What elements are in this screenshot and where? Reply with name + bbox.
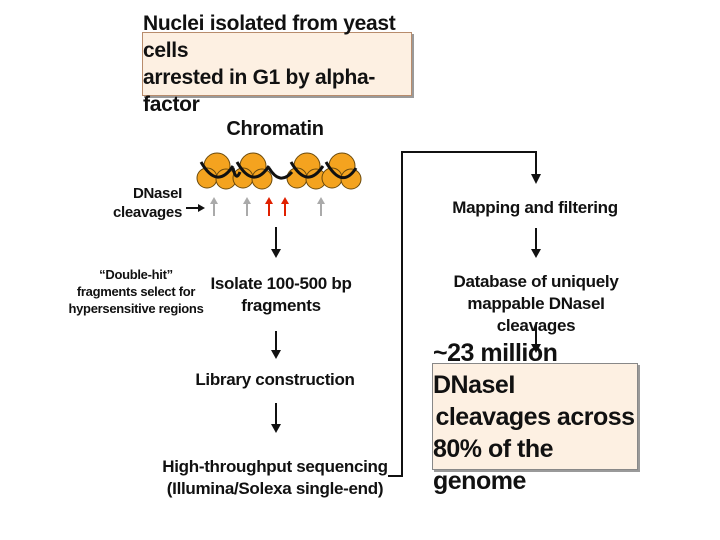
library-step: Library construction [195, 370, 355, 389]
cleavage-arrow-3 [317, 197, 325, 216]
nucleosome-2 [232, 152, 273, 190]
nucleosome-4 [321, 152, 362, 190]
top-title-box: Nuclei isolated from yeast cells arreste… [142, 12, 412, 116]
result-box: ~23 million DNaseI cleavages across 80% … [432, 339, 638, 495]
double-hit-line1: “Double-hit” [99, 267, 173, 282]
cleavage-arrow-red-1 [265, 197, 273, 216]
top-title-line1: Nuclei isolated from yeast cells [143, 12, 396, 62]
dnase-label-line1: DNaseI [132, 185, 182, 202]
cleavage-arrow-red-2 [281, 197, 289, 216]
database-step: Database of uniquely mappable DNaseI cle… [426, 271, 646, 337]
nucleosome-1 [196, 152, 237, 190]
result-line1: ~23 million DNaseI [433, 338, 558, 399]
isolate-step: Isolate 100-500 bp fragments [196, 273, 366, 317]
result-line3: 80% of the genome [433, 434, 554, 495]
double-hit-note: “Double-hit” fragments select for hypers… [62, 266, 210, 317]
isolate-step-line1: Isolate 100-500 bp [210, 274, 352, 293]
arrow-to-mapping [531, 174, 541, 184]
sequencing-step-line1: High-throughput sequencing [162, 457, 388, 476]
mapping-step: Mapping and filtering [452, 198, 618, 217]
arrow-to-result [531, 325, 541, 353]
dnase-label: DNaseI cleavages [92, 184, 182, 222]
connector-line [388, 151, 537, 477]
linker-dna [231, 167, 294, 180]
double-hit-line2: fragments select for [76, 284, 196, 299]
double-hit-line3: hypersensitive regions [68, 301, 204, 316]
dnase-pointer-arrow [186, 204, 205, 212]
chromatin-title: Chromatin [226, 118, 324, 140]
sequencing-step: High-throughput sequencing (Illumina/Sol… [160, 456, 390, 500]
cleavage-arrow-2 [243, 197, 251, 216]
result-line2: cleavages across [435, 402, 635, 431]
nucleosome-3 [286, 152, 327, 190]
dnase-label-line2: cleavages [112, 204, 182, 221]
arrow-to-sequencing [271, 403, 281, 433]
arrow-to-isolate [271, 227, 281, 258]
sequencing-step-line2: (Illumina/Solexa single-end) [166, 479, 384, 498]
database-step-line1: Database of uniquely [453, 272, 619, 291]
top-title-line2: arrested in G1 by alpha-factor [143, 66, 376, 116]
cleavage-arrow-1 [210, 197, 218, 216]
isolate-step-line2: fragments [241, 296, 321, 315]
arrow-to-database [531, 228, 541, 258]
arrow-to-library [271, 331, 281, 359]
